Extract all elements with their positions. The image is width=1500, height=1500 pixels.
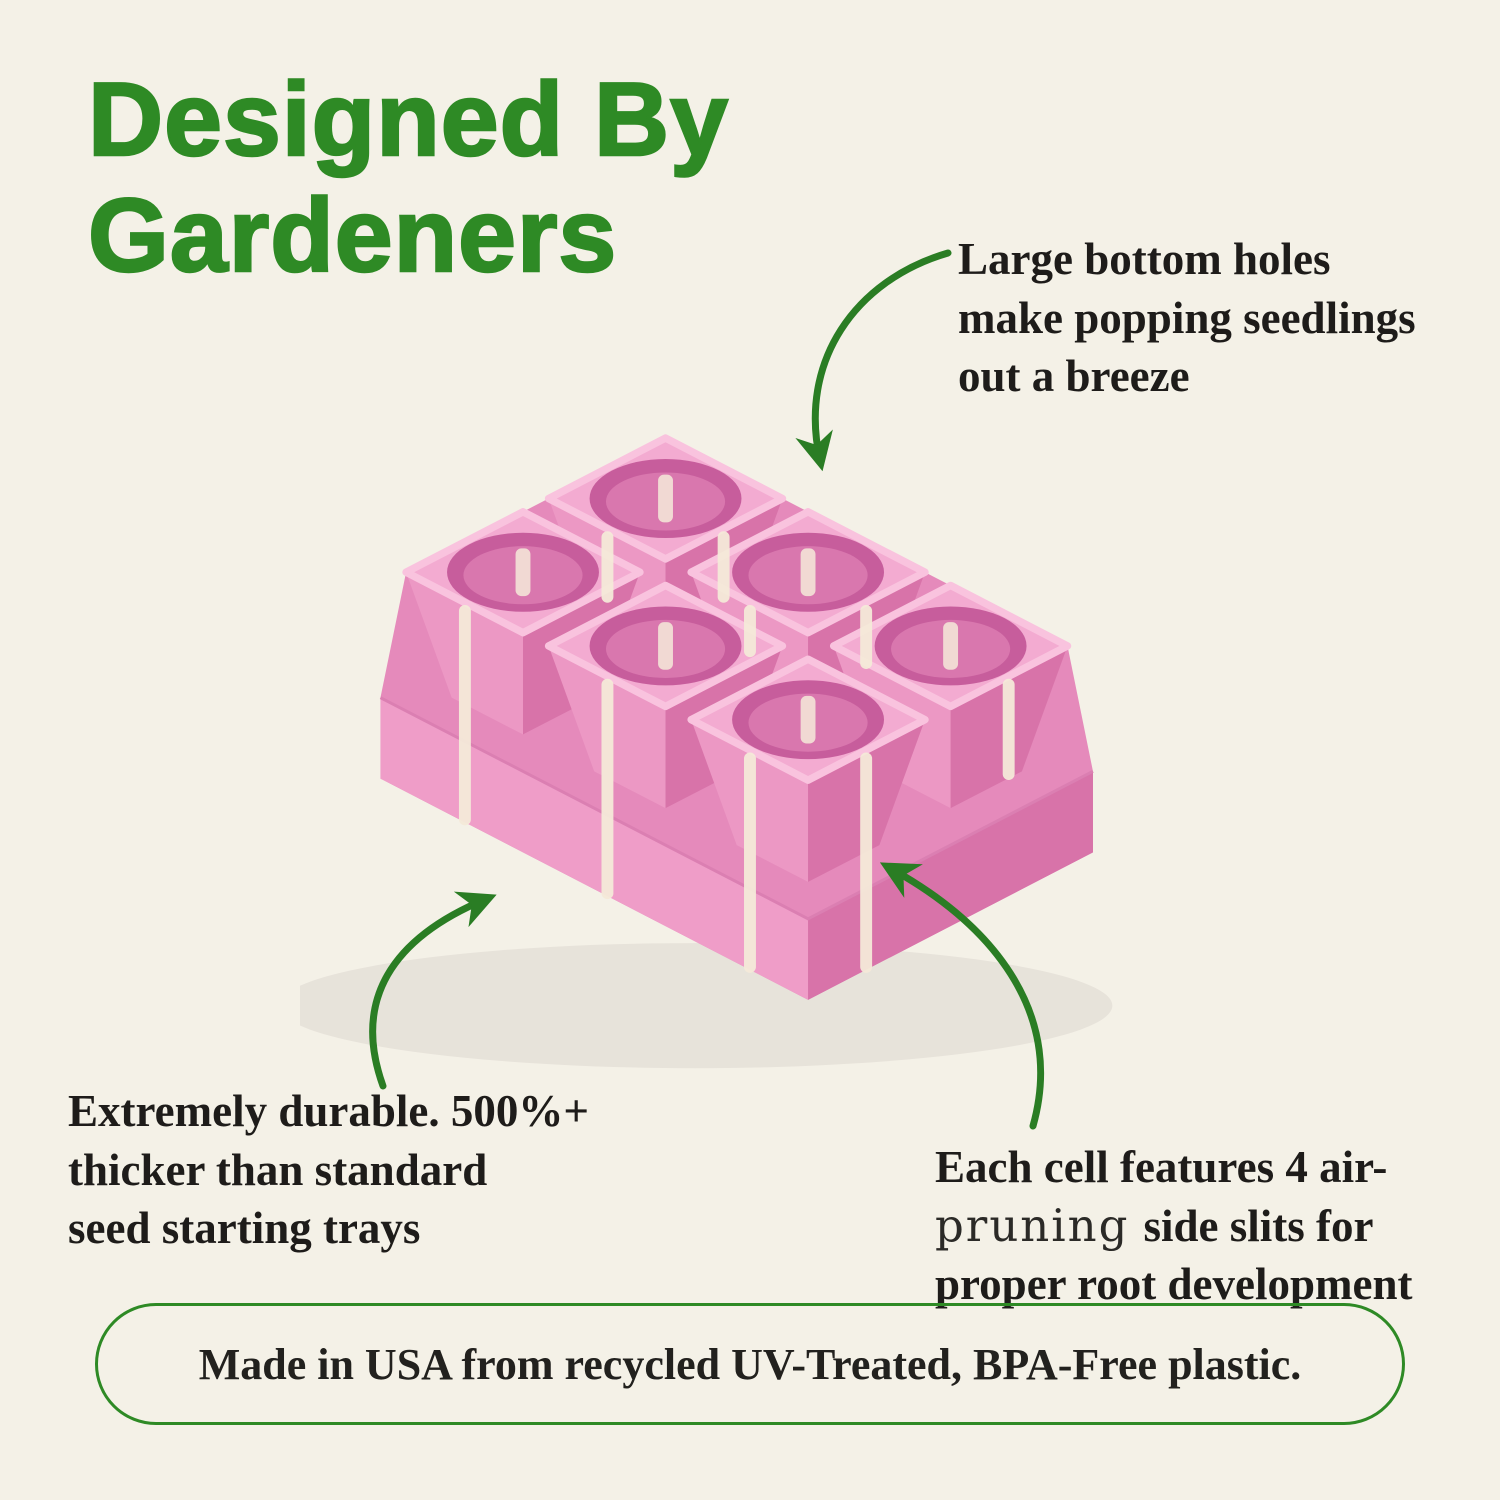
tray-shadow <box>300 943 1113 1069</box>
page-title-line-1: Designed By <box>87 61 729 180</box>
callout-large-bottom-holes: Large bottom holes make popping seedling… <box>958 230 1498 406</box>
callout-text-line: pruning side slits for <box>935 1197 1475 1256</box>
seed-tray-illustration <box>300 434 1113 1069</box>
callout-durable: Extremely durable. 500%+ thicker than st… <box>68 1082 668 1258</box>
callout-text-line: seed starting trays <box>68 1203 421 1253</box>
callout-text-line: Large bottom holes <box>958 234 1331 284</box>
callout-text-line: Each cell features 4 air- <box>935 1142 1388 1192</box>
callout-air-pruning: Each cell features 4 air- pruning side sl… <box>935 1138 1475 1314</box>
page-title: Designed By Gardeners <box>87 61 729 296</box>
tray-cell <box>687 655 929 882</box>
footer-text: Made in USA from recycled UV-Treated, BP… <box>198 1339 1302 1389</box>
callout-text-line: proper root development <box>935 1259 1413 1309</box>
pruning-highlight: pruning <box>935 1198 1130 1252</box>
callout-text-line: thicker than standard <box>68 1144 488 1195</box>
page-title-line-2: Gardeners <box>87 177 618 296</box>
callout-text-line: Extremely durable. 500%+ <box>68 1086 590 1136</box>
callout-text-line: make popping seedlings <box>958 292 1416 343</box>
callout-text-line: out a breeze <box>958 351 1190 401</box>
air-pruning-slits <box>458 531 1015 973</box>
footer-pill: Made in USA from recycled UV-Treated, BP… <box>95 1303 1405 1425</box>
tray-cell <box>544 581 787 809</box>
callout-text-fragment: side slits for <box>1143 1200 1374 1251</box>
